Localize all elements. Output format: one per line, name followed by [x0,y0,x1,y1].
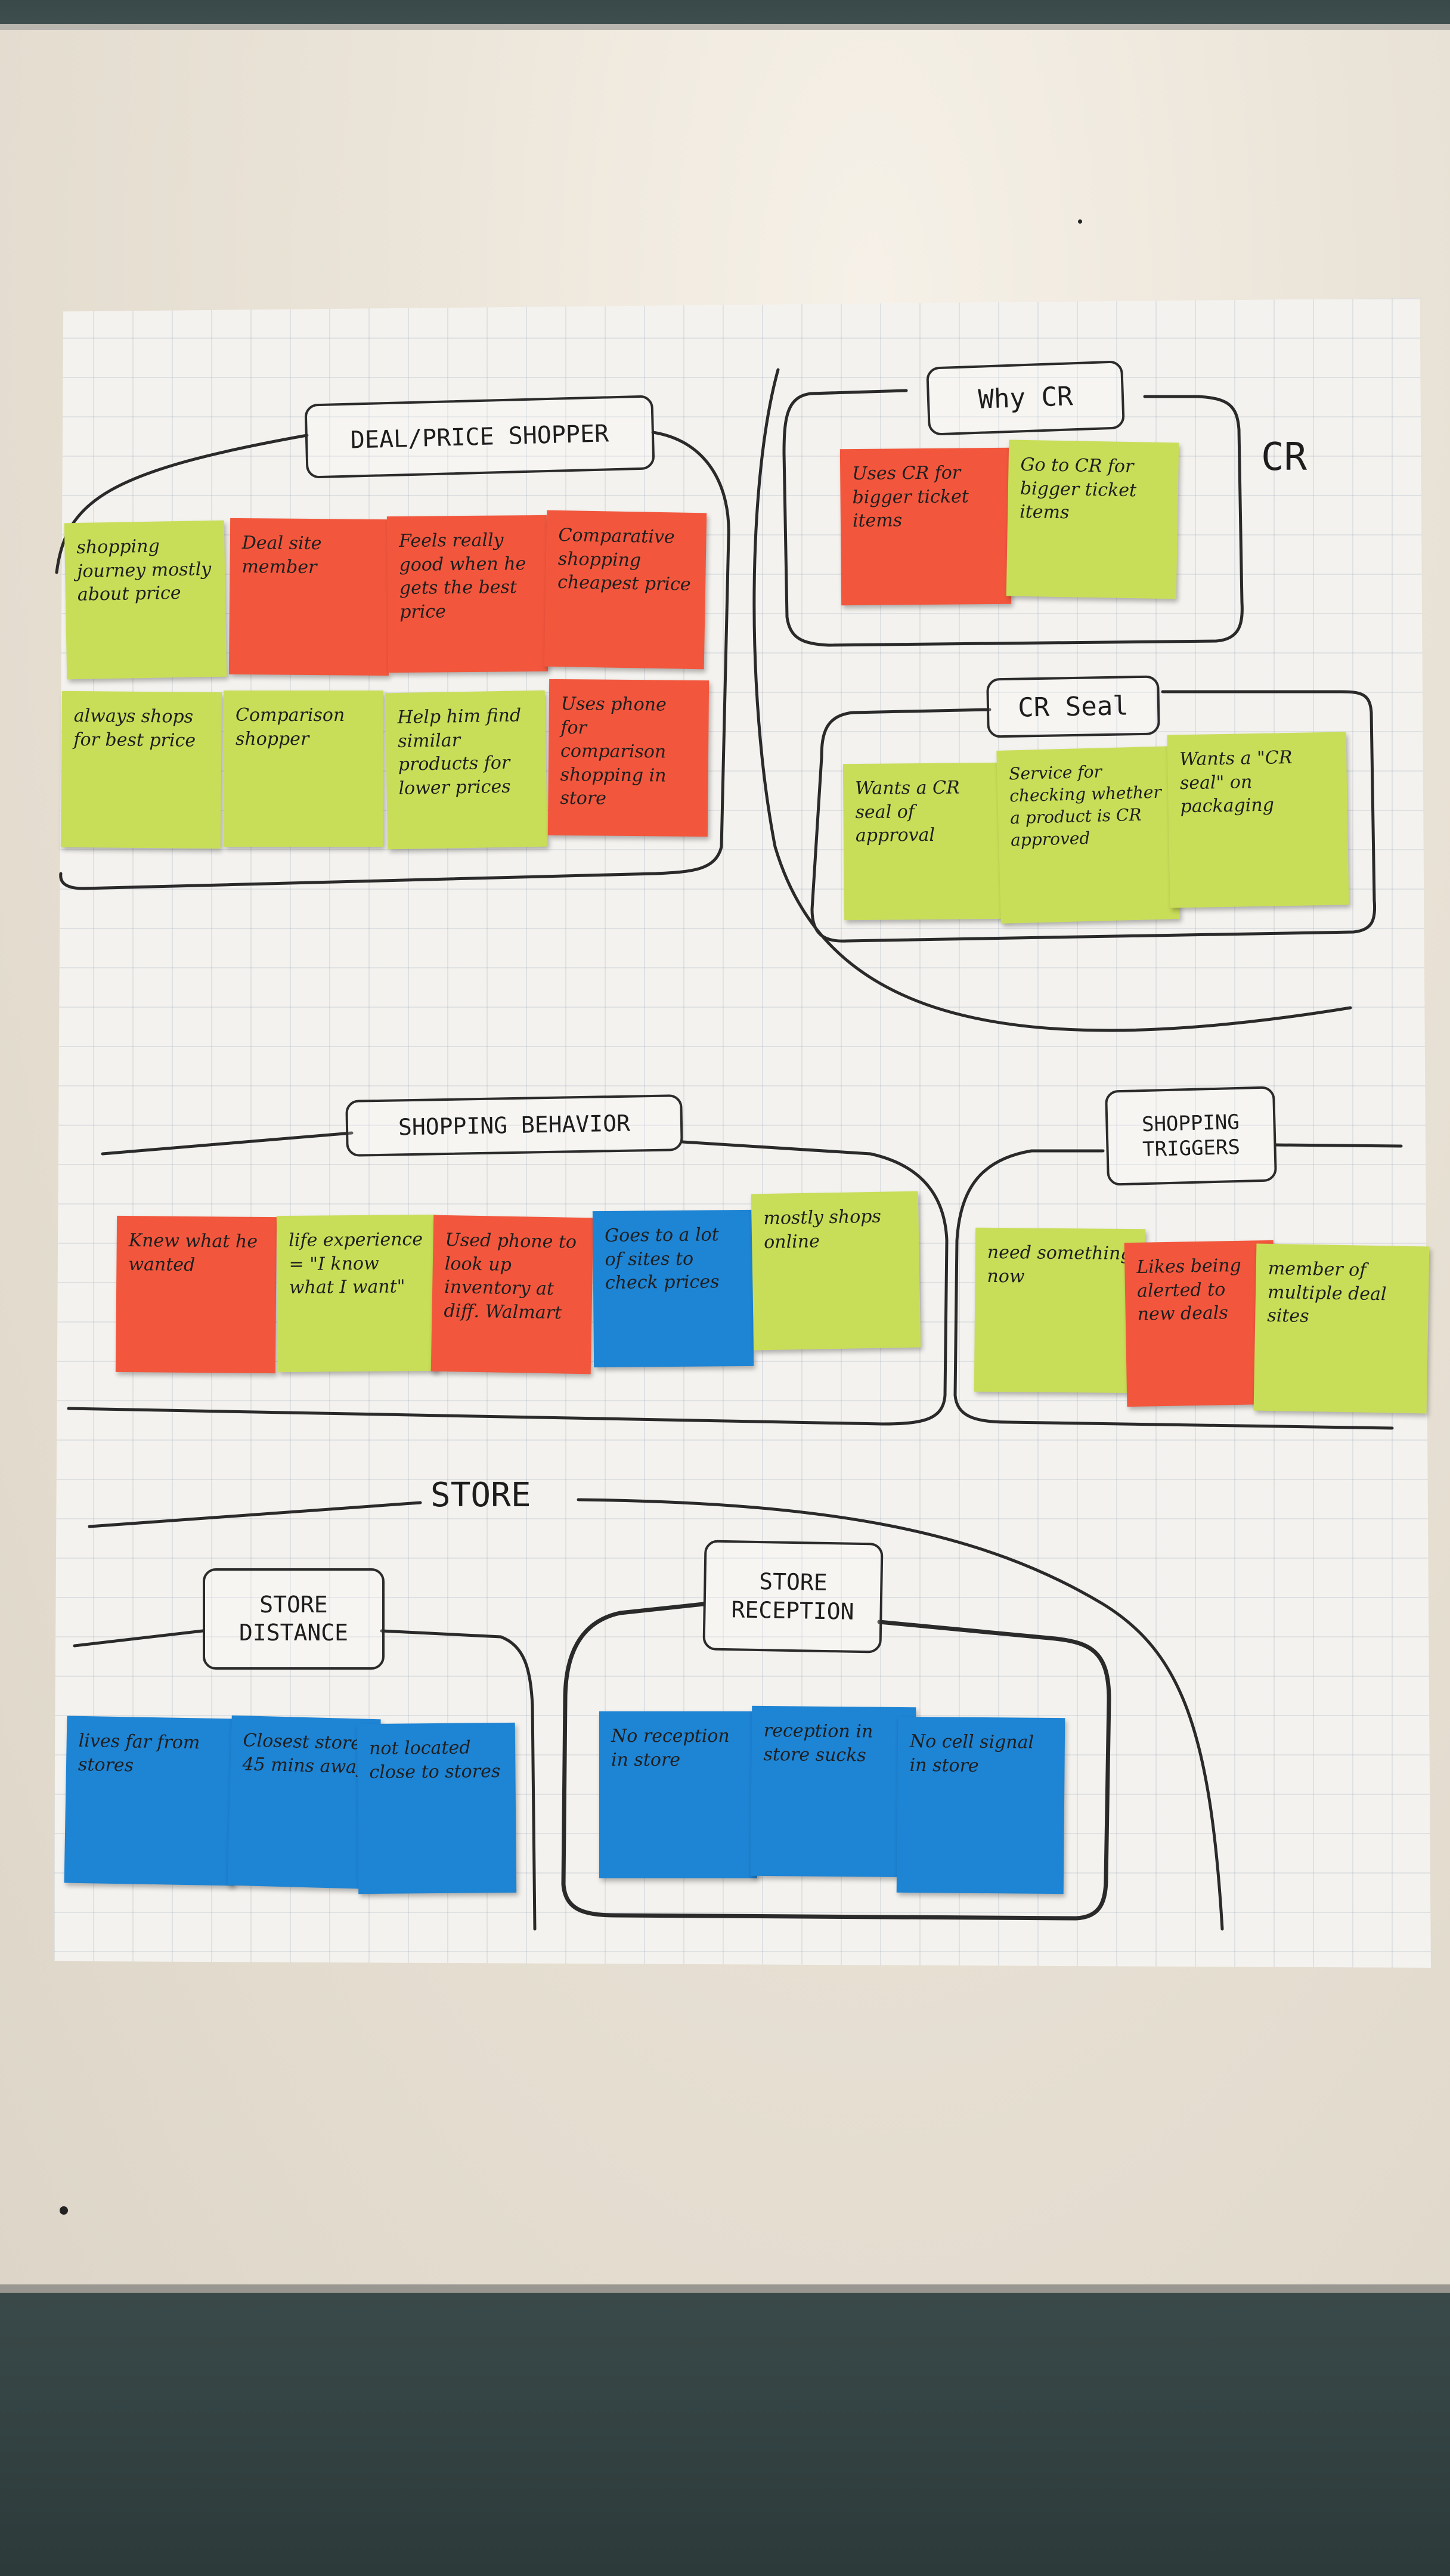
sticky-note: Help him find similar products for lower… [385,690,548,850]
sticky-note: not located close to stores [357,1722,517,1894]
label-shopping-behavior: SHOPPING BEHAVIOR [345,1094,683,1157]
label-store: STORE [430,1476,531,1515]
sticky-note: Knew what he wanted [115,1215,277,1374]
sticky-note: Comparative shopping cheapest price [544,510,707,670]
sticky-note: member of multiple deal sites [1253,1243,1430,1414]
label-why-cr: Why CR [926,360,1125,436]
sticky-note: Wants a "CR seal" on packaging [1167,732,1349,908]
whiteboard-speck [1078,219,1082,224]
sticky-note: Uses CR for bigger ticket items [839,447,1012,606]
sticky-note: Likes being alerted to new deals [1124,1240,1277,1407]
sticky-note: Used phone to look up inventory at diff.… [430,1215,594,1374]
label-cr: CR [1261,435,1308,479]
sticky-note: Uses phone for comparison shopping in st… [547,679,709,837]
sticky-note: Comparison shopper [224,691,383,847]
label-store-distance: STORE DISTANCE [203,1568,385,1670]
sticky-note: need something now [974,1227,1146,1394]
label-store-reception: STORE RECEPTION [702,1540,884,1654]
sticky-note: Deal site member [228,518,391,676]
sticky-note: Service for checking whether a product i… [996,746,1180,924]
sticky-note: shopping journey mostly about price [64,520,227,680]
sticky-note: Go to CR for bigger ticket items [1006,439,1179,599]
sticky-note: No reception in store [599,1711,757,1878]
sticky-note: life experience = "I know what I want" [276,1214,438,1373]
sticky-note: Wants a CR seal of approval [842,762,1012,921]
sticky-note: No cell signal in store [896,1716,1065,1894]
sticky-note: always shops for best price [60,691,222,849]
lower-wall [0,2293,1450,2576]
sticky-note: Goes to a lot of sites to check prices [592,1209,754,1368]
label-deal-price-shopper: DEAL/PRICE SHOPPER [304,395,655,479]
label-cr-seal: CR Seal [986,675,1160,738]
whiteboard-speck [60,2206,68,2215]
sticky-note: mostly shops online [751,1191,921,1351]
sticky-note: Feels really good when he gets the best … [386,515,549,673]
sticky-note: reception in store sucks [750,1705,916,1878]
sticky-note: lives far from stores [64,1716,237,1886]
label-shopping-triggers: SHOPPING TRIGGERS [1104,1086,1278,1186]
